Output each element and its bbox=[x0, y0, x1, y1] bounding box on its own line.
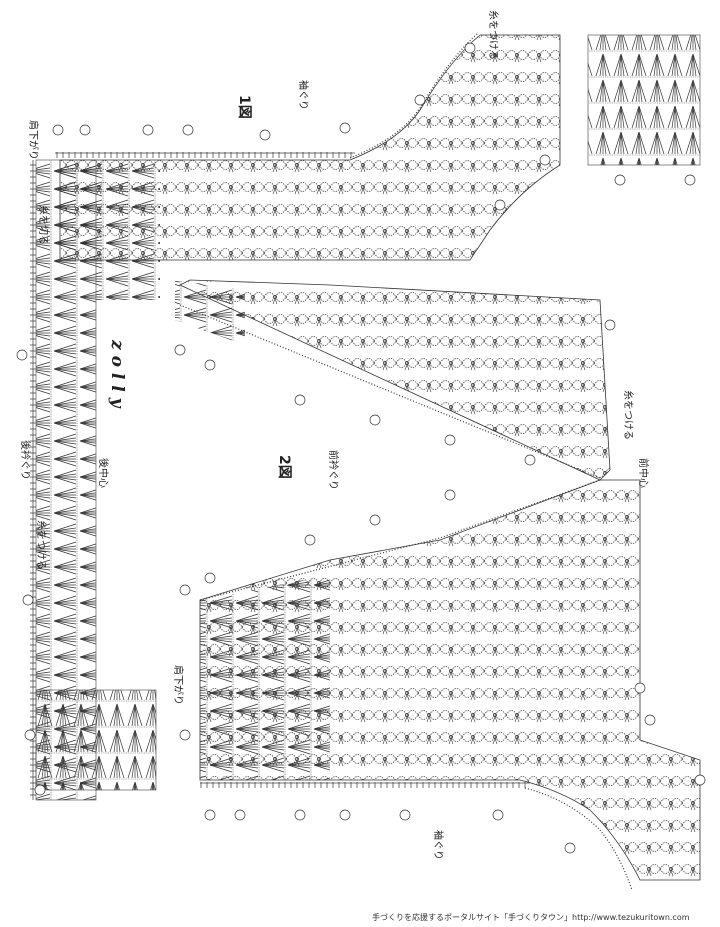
figure1-attach-yarn: 糸をつける bbox=[487, 10, 499, 60]
figure2-lower-body bbox=[199, 479, 701, 891]
row-markers bbox=[16, 42, 706, 854]
figure2-front-edge: 前衿ぐり bbox=[327, 450, 340, 490]
figure1-cut-yarn: 糸を切る bbox=[37, 205, 49, 245]
figure2-front-center: 前中心 bbox=[637, 458, 650, 488]
figure1-piece bbox=[55, 32, 701, 261]
back-neck-label: 後衿ぐり bbox=[19, 440, 32, 480]
back-center-label: 後中心 bbox=[97, 458, 110, 488]
figure1-sleeve-label: 袖ぐり bbox=[297, 80, 310, 110]
figure2-title: 2図 bbox=[276, 455, 292, 479]
zolly-watermark: z o l l y bbox=[107, 339, 127, 409]
figure2-sleeve-label: 袖ぐり bbox=[432, 830, 445, 860]
back-neck-strip bbox=[30, 159, 160, 801]
back-attach-yarn: 糸をつける bbox=[35, 520, 47, 570]
figure2-upper-triangle bbox=[175, 279, 611, 481]
figure1-armpit-label: 肩下がり bbox=[27, 120, 40, 160]
figure2-armpit-label: 肩下がり bbox=[172, 665, 185, 705]
figure1-title: 1図 bbox=[236, 95, 252, 119]
circled-number-icon bbox=[16, 42, 706, 854]
footer-credit: 手づくりを応援するポータルサイト「手づくりタウン」http://www.tezu… bbox=[372, 913, 690, 922]
figure2-attach-yarn: 糸をつける bbox=[622, 390, 634, 440]
